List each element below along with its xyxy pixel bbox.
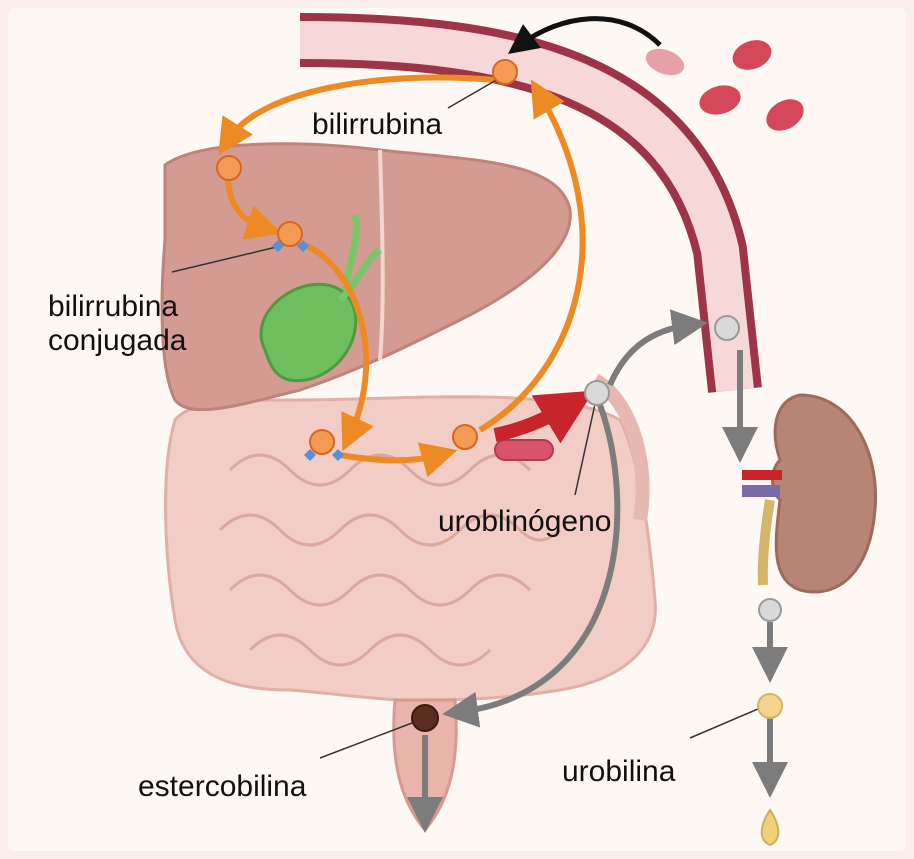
label-uroblinogeno: uroblinógeno	[438, 505, 611, 539]
urine-drop-icon	[762, 810, 779, 845]
label-bilirrubina-conjugada-line2: conjugada	[48, 324, 186, 358]
kidney-icon	[742, 395, 876, 592]
label-bilirrubina: bilirrubina	[312, 108, 442, 142]
label-bilirrubina-conjugada-line1: bilirrubina	[48, 290, 178, 324]
label-urobilina: urobilina	[562, 755, 675, 789]
bacteria-icon	[495, 440, 553, 460]
label-estercobilina: estercobilina	[138, 770, 306, 804]
stercobilin-molecule	[412, 705, 438, 731]
urobilin-molecule	[758, 694, 782, 718]
